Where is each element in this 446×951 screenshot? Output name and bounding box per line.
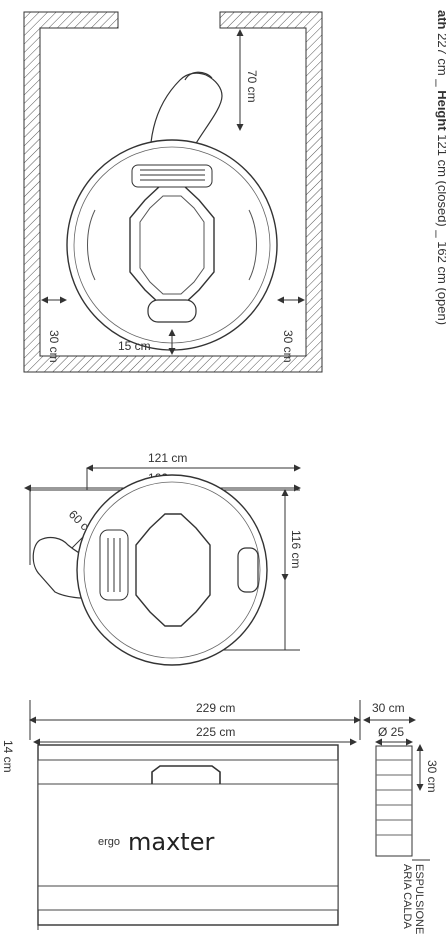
- exhaust-duct: [375, 745, 413, 857]
- side-text-group: ath 227 cm _ Height 121 cm (closed) _ 16…: [435, 10, 446, 325]
- exhaust-label-line1: ESPULSIONE: [413, 864, 425, 934]
- dim-duct-clearance: 30 cm: [372, 701, 405, 715]
- bed-handle-side: [237, 547, 259, 593]
- brand-logo: maxter: [128, 828, 214, 856]
- side-view: 229 cm 225 cm 30 cm Ø 25 30 cm 14 cm erg…: [1, 700, 439, 934]
- tanning-hood-bracket: [184, 71, 213, 81]
- side-caption: ath 227 cm _ Height 121 cm (closed) _ 16…: [435, 10, 446, 325]
- side-caption-normal-2: 121 cm (closed) _ 162 cm (open): [435, 131, 446, 325]
- room-wall: [23, 11, 323, 373]
- side-caption-bold-2: Height: [435, 90, 446, 131]
- dim-bottom-clearance: 15 cm: [118, 339, 151, 353]
- tanning-hood-tube: [149, 72, 223, 161]
- bed-top-view: [66, 139, 278, 351]
- dim-overall-length: 229 cm: [196, 701, 235, 715]
- dim-base-height: 14 cm: [1, 740, 15, 773]
- dim-duct-diameter: Ø 25: [378, 725, 404, 739]
- dim-body-width: 121 cm: [148, 451, 187, 465]
- dim-right-clearance: 30 cm: [281, 330, 295, 363]
- exhaust-label-line2: ARIA CALDA: [401, 864, 413, 929]
- dim-body-depth: 116 cm: [289, 530, 303, 568]
- bed-carry-handle: [151, 765, 221, 784]
- bed-handle: [147, 299, 197, 323]
- side-caption-bold-1: ath: [435, 10, 446, 30]
- bed-grille: [131, 164, 213, 188]
- top-view-open: 162 cm 121 cm 60 cm 116 cm: [24, 451, 303, 666]
- dim-inner-length: 225 cm: [196, 725, 235, 739]
- side-caption-normal-1: 227 cm _: [435, 30, 446, 91]
- dim-top-clearance: 70 cm: [245, 70, 259, 103]
- dim-left-clearance: 30 cm: [47, 330, 61, 363]
- room-plan: 70 cm 30 cm 30 cm 15 cm: [23, 11, 323, 373]
- brand-prefix: ergo: [98, 836, 120, 848]
- dim-duct-height: 30 cm: [425, 760, 439, 793]
